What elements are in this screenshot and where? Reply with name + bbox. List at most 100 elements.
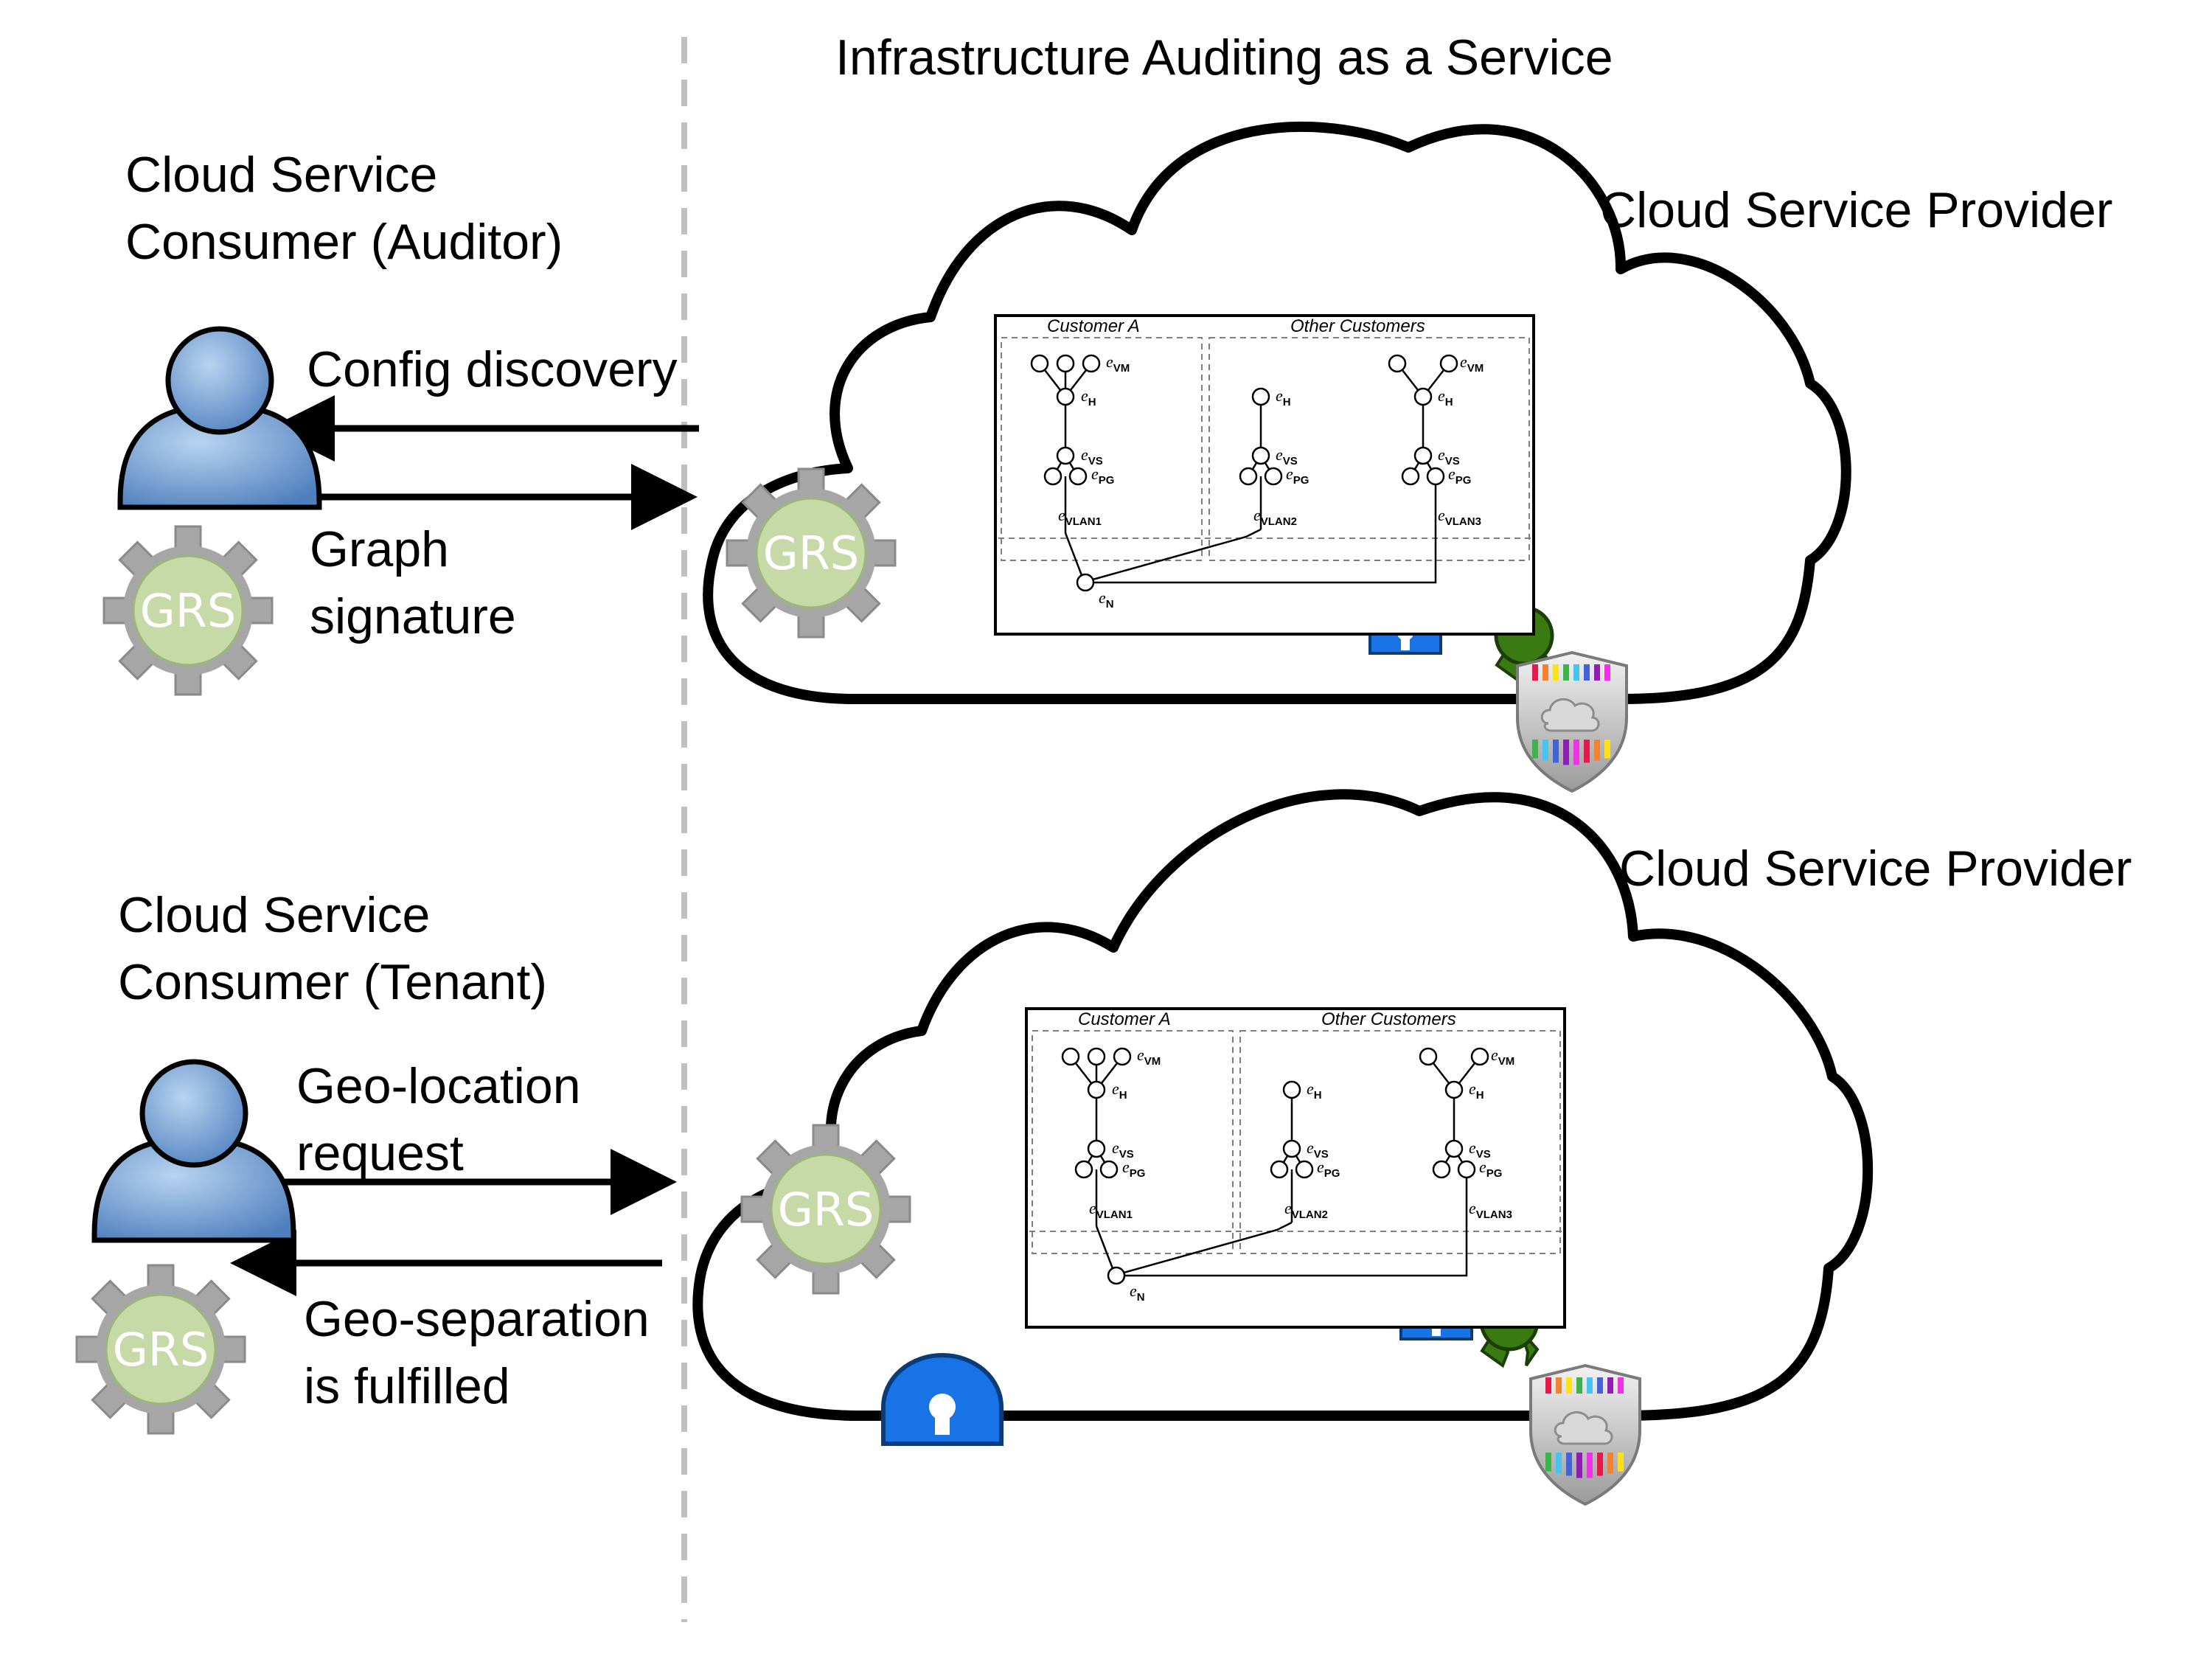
shield-stripe <box>1597 1453 1603 1476</box>
shield-cloud <box>1554 1411 1613 1445</box>
graph-node <box>1099 1160 1119 1179</box>
tenant-label-line1: Cloud Service <box>118 887 431 943</box>
shield-icon <box>1516 650 1628 793</box>
provider-top-gear-icon: GRS <box>726 467 897 639</box>
node-label-vlan1: eVLAN1 <box>1089 1199 1133 1221</box>
group-box-other-customers <box>1239 1030 1561 1254</box>
graph-node <box>1270 1160 1289 1179</box>
node-label-h: eH <box>1081 386 1096 408</box>
graph-node <box>1043 467 1062 486</box>
shield-stripe <box>1604 664 1610 681</box>
graph-node <box>1457 1160 1476 1179</box>
node-label-vlan3: eVLAN3 <box>1438 506 1481 528</box>
shield-stripe <box>1607 1453 1613 1474</box>
node-label-vm: eVM <box>1491 1046 1514 1068</box>
graph-edge <box>1064 532 1085 582</box>
shield-stripe <box>1576 1453 1582 1478</box>
shield-stripe <box>1556 1377 1562 1394</box>
graph-node <box>1470 1047 1489 1066</box>
geo-separation-label-line1: Geo-separation <box>304 1291 650 1347</box>
auditor-gear-icon: GRS <box>102 525 274 696</box>
graph-node <box>1439 354 1458 373</box>
graph-node <box>1061 1047 1080 1066</box>
shield-stripe <box>1532 664 1538 681</box>
graph-node <box>1251 446 1270 465</box>
shield-stripe <box>1563 664 1569 681</box>
shield-stripe <box>1556 1453 1562 1474</box>
shield-stripe <box>1553 740 1559 763</box>
node-label-vlan2: eVLAN2 <box>1284 1199 1328 1221</box>
graph-edge <box>1123 1221 1293 1274</box>
group-box-other-customers <box>1208 337 1530 561</box>
gear-body <box>770 1153 882 1265</box>
group-label-customer-a: Customer A <box>1078 1009 1171 1029</box>
tenant-label-line2: Consumer (Tenant) <box>118 954 548 1010</box>
graph-edge <box>1125 1230 1468 1277</box>
graph-node <box>1056 446 1075 465</box>
group-box-customer-a <box>1001 337 1203 561</box>
graph-node <box>1426 467 1445 486</box>
shield-stripe <box>1563 740 1569 765</box>
node-label-vm: eVM <box>1137 1046 1161 1068</box>
shield-stripe <box>1545 1377 1551 1394</box>
graph-node <box>1074 1160 1093 1179</box>
graph-node <box>1087 1080 1106 1099</box>
node-label-pg: ePG <box>1091 465 1114 487</box>
node-label-pg: ePG <box>1479 1158 1502 1180</box>
graph-node <box>1056 387 1075 406</box>
gear-body <box>132 554 244 667</box>
node-label-n: eN <box>1099 588 1114 611</box>
graph-signature-label-line1: Graph <box>310 521 449 577</box>
auditor-label-line2: Consumer (Auditor) <box>125 214 563 270</box>
graph-edge <box>1092 528 1262 581</box>
node-label-n: eN <box>1130 1281 1145 1304</box>
group-label-other-customers: Other Customers <box>1321 1009 1456 1029</box>
group-label-other-customers: Other Customers <box>1290 316 1425 336</box>
shield-stripe <box>1594 740 1600 761</box>
node-label-vs: eVS <box>1307 1138 1329 1161</box>
graph-node <box>1251 387 1270 406</box>
graph-node <box>1082 354 1101 373</box>
node-label-vlan1: eVLAN1 <box>1058 506 1102 528</box>
graph-node <box>1087 1047 1106 1066</box>
graph-node <box>1413 446 1433 465</box>
graph-node <box>1444 1080 1464 1099</box>
geo-separation-label-line2: is fulfilled <box>304 1358 510 1414</box>
geo-location-label-line1: Geo-location <box>296 1058 581 1114</box>
shield-stripe <box>1553 664 1559 681</box>
tenant-gear-icon: GRS <box>75 1264 246 1435</box>
gear-label: GRS <box>778 1183 874 1237</box>
gear-body <box>755 497 867 609</box>
graph-edge <box>1094 537 1437 584</box>
graph-node <box>1419 1047 1438 1066</box>
graph-signature-label-line2: signature <box>310 588 516 644</box>
graph-node <box>1413 387 1433 406</box>
shield-cloud <box>1540 698 1600 732</box>
shield-stripe <box>1543 664 1548 681</box>
node-label-h: eH <box>1276 386 1291 408</box>
auditor-person-icon <box>117 326 322 510</box>
node-label-vs: eVS <box>1276 445 1298 467</box>
shield-stripe <box>1604 740 1610 759</box>
shield-stripe <box>1584 740 1590 763</box>
node-label-h: eH <box>1469 1079 1484 1102</box>
group-label-customer-a: Customer A <box>1047 316 1140 336</box>
lock-icon <box>881 1353 1004 1446</box>
shield-stripe <box>1532 740 1538 759</box>
gear-label: GRS <box>113 1323 209 1377</box>
shield-icon <box>1529 1363 1641 1506</box>
graph-node <box>1282 1139 1301 1158</box>
shield-stripe <box>1573 740 1579 765</box>
shield-stripe <box>1587 1377 1593 1394</box>
graph-node <box>1087 1139 1106 1158</box>
graph-node <box>1239 467 1258 486</box>
config-discovery-label: Config discovery <box>307 341 678 397</box>
group-box-customer-a <box>1032 1030 1234 1254</box>
shield-stripe <box>1545 1453 1551 1472</box>
node-label-vs: eVS <box>1469 1138 1491 1161</box>
node-label-vs: eVS <box>1438 445 1460 467</box>
provider-bottom-gear-icon: GRS <box>740 1124 911 1295</box>
